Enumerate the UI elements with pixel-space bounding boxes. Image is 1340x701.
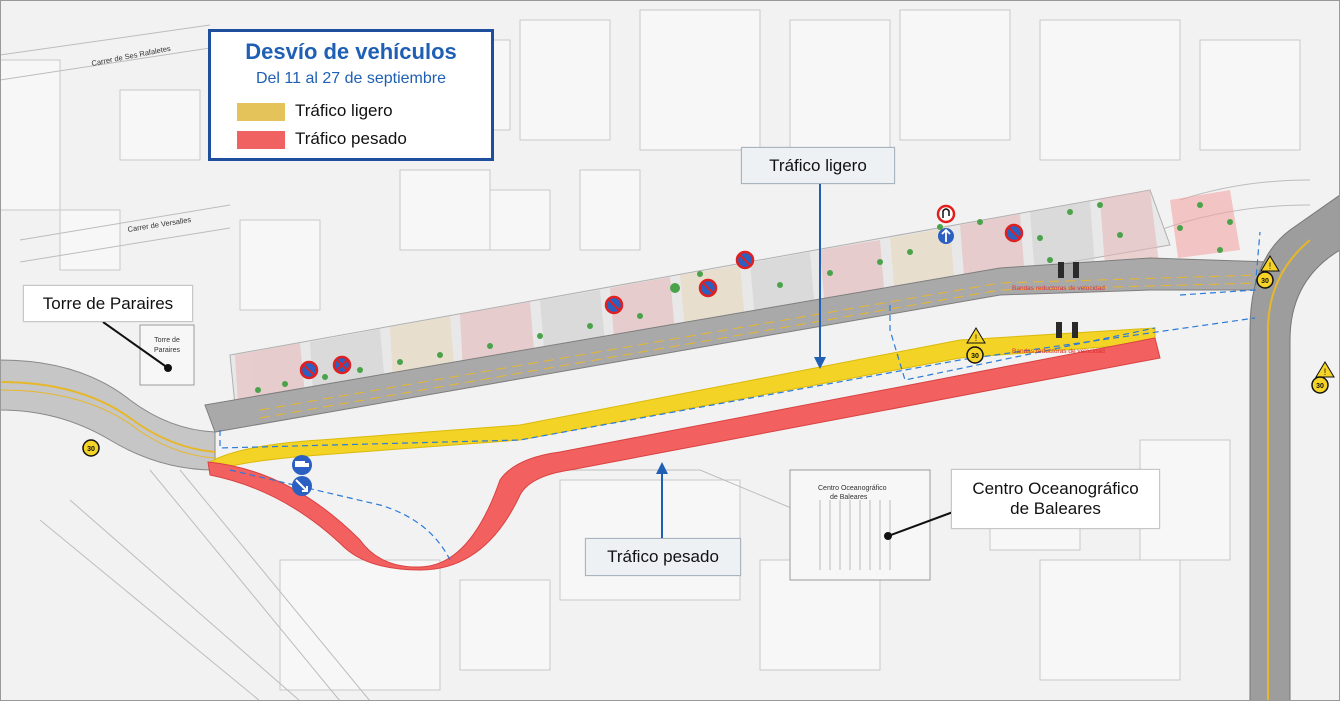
legend-title: Desvío de vehículos [245,39,457,64]
legend: Desvío de vehículos Del 11 al 27 de sept… [208,29,494,161]
speed-bumps [1056,262,1079,338]
speed-limit-icon: 30 [82,439,100,457]
turn-right-sign-icon [292,476,312,496]
light-traffic-callout: Tráfico ligero [741,147,895,184]
svg-text:30: 30 [1316,383,1324,390]
truck-sign-icon [292,455,312,475]
svg-text:30: 30 [1261,278,1269,285]
legend-subtitle: Del 11 al 27 de septiembre [255,70,447,87]
no-parking-sign-icon [1004,223,1024,243]
speed-limit-icon: 30 [1311,376,1329,394]
oceanographic-callout-line-2: de Baleares [1010,499,1101,518]
centre-plan-label-1: Centro Oceanográfico [818,485,887,492]
oceanographic-building-plan: Centro Oceanográfico de Baleares [789,469,931,581]
legend-label: Tráfico ligero [295,101,393,120]
centre-plan-label-2: de Baleares [830,494,868,501]
svg-text:!: ! [1269,261,1272,271]
warning-sign-icon: ! [966,327,986,344]
tower-callout: Torre de Paraires [23,285,193,322]
svg-text:!: ! [975,333,978,343]
tower-plan-label-2: Paraires [154,347,181,354]
oceanographic-callout: Centro Oceanográfico de Baleares [951,469,1160,529]
no-parking-sign-icon [735,250,755,270]
heavy-traffic-swatch [237,131,285,149]
heavy-traffic-callout: Tráfico pesado [585,538,741,576]
speed-bump-label: Bandas reductoras de velocidad [1012,285,1105,292]
legend-label: Tráfico pesado [295,129,407,148]
speed-limit-icon: 30 [1256,271,1274,289]
svg-text:30: 30 [971,353,979,360]
speed-bump-label: Bandas reductoras de velocidad [1012,348,1105,355]
light-traffic-swatch [237,103,285,121]
right-road [1249,194,1340,701]
no-parking-sign-icon [299,360,319,380]
no-parking-sign-icon [604,295,624,315]
straight-ahead-sign-icon [938,228,954,244]
warning-sign-icon: ! [1260,255,1280,272]
oceanographic-callout-line-1: Centro Oceanográfico [972,479,1139,498]
traffic-signs: ! ! ! [292,204,1335,496]
heavy-traffic-route [207,337,1161,571]
tower-plan-label-1: Torre de [154,337,180,344]
trees [255,202,1233,393]
street-lines [0,24,1311,701]
svg-text:!: ! [1324,367,1327,377]
no-parking-sign-icon [698,278,718,298]
svg-text:30: 30 [87,446,95,453]
works-outline [219,231,1261,561]
warning-sign-icon: ! [1315,361,1335,378]
no-u-turn-sign-icon [936,204,956,224]
speed-limit-markers: 30 30 30 30 [82,271,1329,457]
speed-limit-icon: 30 [966,346,984,364]
no-stopping-sign-icon [332,355,352,375]
callout-pointers [102,184,954,540]
